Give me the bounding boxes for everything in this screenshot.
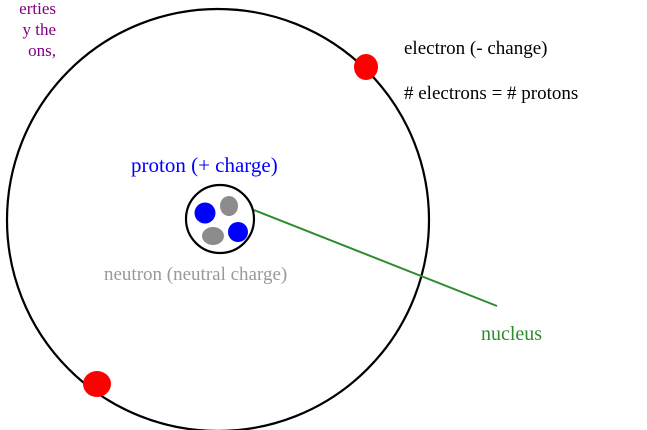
corner-text-line: ons, xyxy=(28,41,56,60)
electron-orbit xyxy=(5,7,431,430)
corner-text-line: erties xyxy=(19,0,56,18)
nucleus-pointer-line xyxy=(253,209,498,307)
proton-particle xyxy=(228,222,248,242)
electron-particle xyxy=(354,54,378,80)
clipped-corner-text: erties y the ons, xyxy=(0,0,56,61)
proton-label: proton (+ charge) xyxy=(131,153,278,177)
electron-particle xyxy=(83,371,111,397)
electron-proton-equation: # electrons = # protons xyxy=(404,83,579,104)
nucleus-label: nucleus xyxy=(481,323,543,345)
proton-particle xyxy=(194,202,216,224)
neutron-particle xyxy=(202,227,224,245)
neutron-particle xyxy=(220,196,238,216)
corner-text-line: y the xyxy=(22,20,56,39)
electron-label: electron (- change) xyxy=(404,38,548,59)
neutron-label: neutron (neutral charge) xyxy=(104,264,288,285)
